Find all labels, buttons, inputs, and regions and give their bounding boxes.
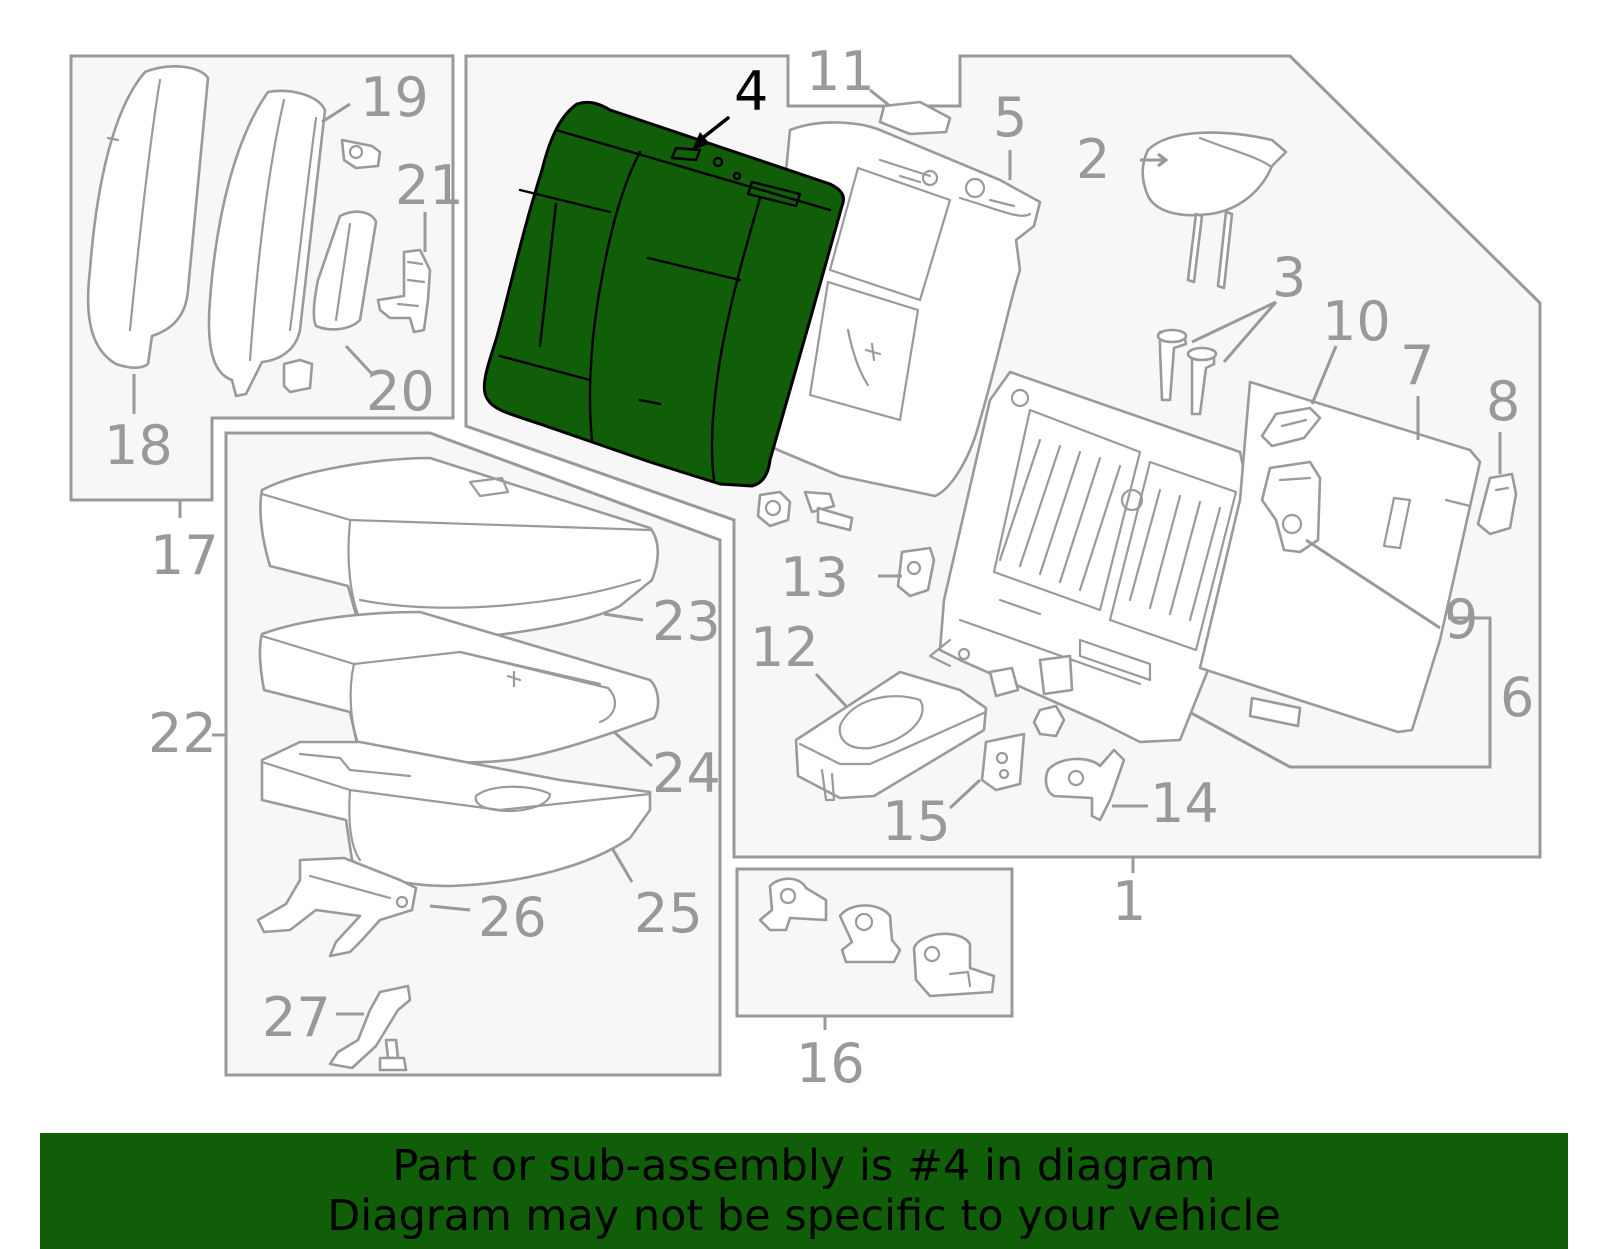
callout-17: 17 bbox=[150, 524, 219, 587]
callout-11: 11 bbox=[806, 40, 875, 103]
callout-20: 20 bbox=[366, 360, 435, 423]
callout-25: 25 bbox=[634, 882, 703, 945]
part-13-bracket bbox=[896, 546, 936, 598]
callout-21: 21 bbox=[395, 154, 464, 217]
part-fastener-bolt bbox=[803, 490, 854, 532]
callout-23: 23 bbox=[652, 590, 721, 653]
callout-5: 5 bbox=[993, 86, 1027, 149]
callout-4-highlighted[interactable]: 4 bbox=[734, 60, 768, 123]
part-18-armrest-cover bbox=[86, 65, 210, 370]
part-16-hinge-a bbox=[758, 877, 828, 932]
callout-22: 22 bbox=[148, 702, 217, 765]
part-26-cushion-bracket bbox=[256, 856, 418, 958]
callout-15: 15 bbox=[882, 790, 951, 853]
callout-3: 3 bbox=[1272, 246, 1306, 309]
part-fastener-nut bbox=[756, 490, 792, 528]
part-16-hinge-b bbox=[838, 904, 902, 964]
callout-10: 10 bbox=[1322, 290, 1391, 353]
part-8-clip bbox=[1476, 472, 1518, 536]
banner-line-disclaimer: Diagram may not be specific to your vehi… bbox=[327, 1191, 1281, 1241]
part-27-bolt bbox=[378, 1038, 408, 1072]
part-grommet bbox=[1032, 704, 1066, 738]
part-3-headrest-guide-left bbox=[1156, 328, 1188, 402]
leader-lines bbox=[132, 88, 1502, 1016]
part-9-latch-mechanism bbox=[1260, 460, 1322, 554]
part-19-armrest bbox=[207, 89, 327, 398]
part-10-latch bbox=[1260, 406, 1322, 448]
callout-14: 14 bbox=[1150, 772, 1219, 835]
callout-12: 12 bbox=[750, 616, 819, 679]
part-4-seatback-cushion-highlighted[interactable] bbox=[482, 100, 845, 488]
part-pivot-b bbox=[1038, 654, 1074, 696]
part-7-bracket bbox=[1248, 696, 1302, 728]
part-3-headrest-guide-right bbox=[1186, 346, 1218, 416]
part-20-armrest-bracket bbox=[312, 210, 378, 331]
part-21-hinge-plate bbox=[376, 248, 432, 334]
callout-2: 2 bbox=[1076, 128, 1110, 191]
part-6-seat-frame bbox=[928, 370, 1252, 744]
leader-4-arrowhead bbox=[692, 132, 710, 150]
bracket-6 bbox=[1139, 616, 1492, 769]
callout-16: 16 bbox=[796, 1032, 865, 1095]
part-27-bracket bbox=[328, 984, 412, 1070]
callout-7: 7 bbox=[1400, 334, 1434, 397]
part-armrest-cap bbox=[282, 358, 314, 394]
banner-line-part: Part or sub-assembly is #4 in diagram bbox=[392, 1141, 1216, 1191]
part-24-cushion-pad bbox=[258, 610, 660, 764]
part-12-cupholder bbox=[794, 670, 988, 802]
part-19-clip bbox=[340, 138, 382, 170]
part-2-headrest bbox=[1141, 131, 1288, 290]
callout-13: 13 bbox=[780, 546, 849, 609]
callout-9: 9 bbox=[1444, 588, 1478, 651]
leader-4 bbox=[698, 116, 730, 142]
part-23-cushion-cover bbox=[259, 456, 660, 643]
callout-8: 8 bbox=[1486, 370, 1520, 433]
callout-18: 18 bbox=[104, 414, 173, 477]
callout-6: 6 bbox=[1500, 666, 1534, 729]
callout-26: 26 bbox=[478, 886, 547, 949]
callout-27: 27 bbox=[262, 986, 331, 1049]
part-15-bracket bbox=[980, 732, 1026, 792]
part-pivot-a bbox=[988, 666, 1020, 698]
part-11-pad bbox=[878, 100, 952, 136]
part-info-banner: Part or sub-assembly is #4 in diagram Di… bbox=[40, 1133, 1568, 1249]
part-16-hinge-c bbox=[912, 932, 996, 998]
callout-19: 19 bbox=[360, 66, 429, 129]
callout-24: 24 bbox=[652, 742, 721, 805]
callout-1: 1 bbox=[1112, 870, 1146, 933]
part-14-bracket bbox=[1044, 748, 1126, 822]
